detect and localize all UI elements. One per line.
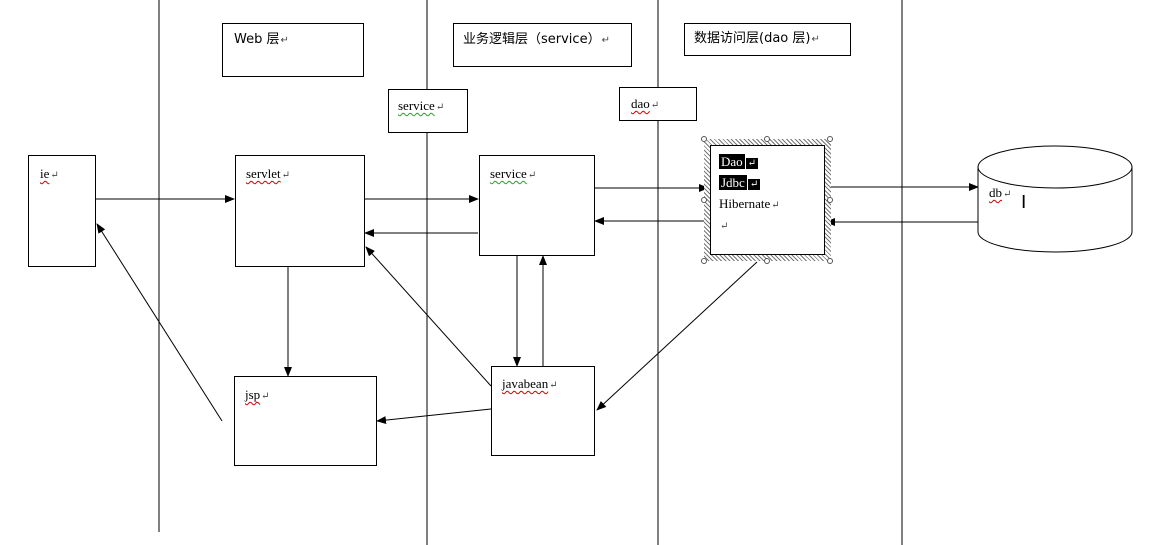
ie-node[interactable]: ie↵: [28, 155, 96, 267]
dao-line-dao: Dao: [719, 154, 745, 169]
dao-node[interactable]: Dao↵ Jdbc↵ Hibernate↵ ↵: [710, 145, 825, 255]
servlet-node[interactable]: servlet↵: [235, 155, 365, 267]
db-cylinder[interactable]: [977, 145, 1133, 253]
resize-handle-tm[interactable]: [764, 136, 770, 142]
dao-layer-header: 数据访问层(dao 层)↵: [684, 23, 851, 56]
web-layer-label: Web 层: [234, 32, 280, 47]
service-label: service: [490, 166, 527, 181]
resize-handle-br[interactable]: [827, 258, 833, 264]
db-label: db: [989, 185, 1002, 200]
jsp-label: jsp: [245, 387, 261, 402]
text-cursor-icon: I: [1021, 192, 1027, 213]
javabean-label: javabean: [502, 376, 549, 391]
arrow-javabean-to-servlet: [365, 246, 492, 387]
dao-tag-label: dao: [631, 96, 650, 111]
arrow-javabean-to-jsp: [376, 408, 492, 425]
resize-handle-mr[interactable]: [827, 197, 833, 203]
resize-handle-tl[interactable]: [701, 136, 707, 142]
dao-line-hibernate: Hibernate: [719, 196, 771, 211]
dao-tag-box: dao↵: [619, 87, 697, 121]
service-node[interactable]: service↵: [479, 155, 595, 256]
arrow-dao-to-javabean: [596, 261, 758, 411]
javabean-node[interactable]: javabean↵: [491, 366, 595, 456]
service-tag-label: service: [398, 98, 435, 113]
service-layer-header: 业务逻辑层（service）↵: [453, 23, 632, 67]
service-layer-label: 业务逻辑层（service）: [463, 32, 601, 47]
jsp-node[interactable]: jsp↵: [234, 376, 377, 466]
servlet-label: servlet: [246, 166, 281, 181]
resize-handle-bl[interactable]: [701, 258, 707, 264]
resize-handle-tr[interactable]: [827, 136, 833, 142]
resize-handle-bm[interactable]: [764, 258, 770, 264]
resize-handle-ml[interactable]: [701, 197, 707, 203]
ie-label: ie: [40, 166, 50, 181]
service-tag-box: service↵: [388, 89, 468, 133]
dao-layer-label: 数据访问层(dao 层): [694, 31, 811, 46]
dao-line-jdbc: Jdbc: [719, 175, 747, 190]
arrow-jsp-to-ie: [96, 223, 223, 422]
web-layer-header: Web 层↵: [222, 23, 364, 77]
